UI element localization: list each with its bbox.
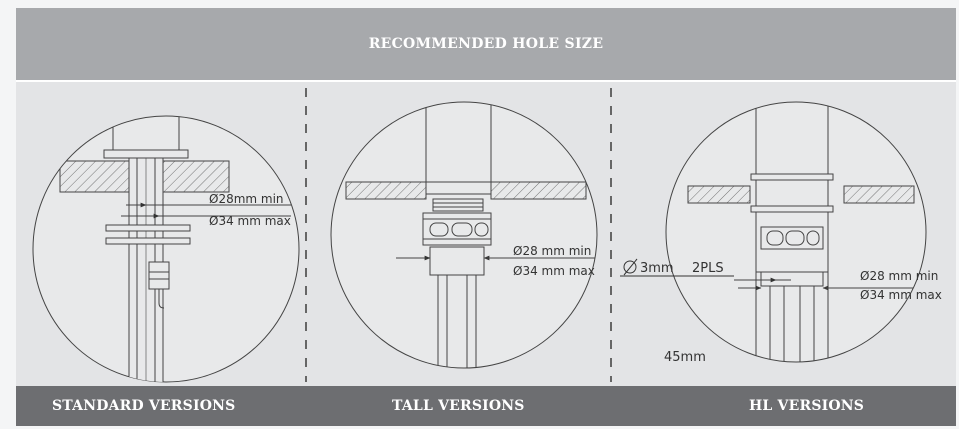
hl-pin-quantity: 2PLS [692, 261, 724, 276]
label-tall-versions: TALL VERSIONS [392, 398, 525, 414]
standard-dim-min: Ø28mm min [209, 192, 284, 206]
standard-dim-max: Ø34 mm max [209, 214, 291, 228]
hl-spacing: 45mm [664, 350, 706, 365]
tall-drawing: Ø28 mm min Ø34 mm max [330, 101, 598, 369]
label-hl-versions: HL VERSIONS [749, 398, 865, 414]
footer-bar: STANDARD VERSIONS TALL VERSIONS HL VERSI… [16, 386, 956, 426]
hl-dim-min: Ø28 mm min [860, 269, 938, 283]
standard-drawing: Ø28mm min Ø34 mm max [32, 115, 300, 383]
tall-dim-max: Ø34 mm max [513, 264, 595, 278]
hl-pin-diameter: 3mm [640, 261, 674, 276]
label-standard-versions: STANDARD VERSIONS [52, 398, 236, 414]
diameter-symbol-icon [623, 260, 637, 274]
diagram-frame: RECOMMENDED HOLE SIZE [16, 8, 956, 426]
diagram-area: Ø28mm min Ø34 mm max [16, 80, 956, 385]
tall-dim-min: Ø28 mm min [513, 244, 591, 258]
hl-drawing: 3mm 2PLS Ø28 mm min Ø34 mm max 45mm [620, 101, 942, 365]
hl-dim-max: Ø34 mm max [860, 288, 942, 302]
header-title: RECOMMENDED HOLE SIZE [368, 36, 604, 52]
hole-size-drawings: Ø28mm min Ø34 mm max [32, 88, 942, 383]
header-bar: RECOMMENDED HOLE SIZE [16, 8, 956, 80]
